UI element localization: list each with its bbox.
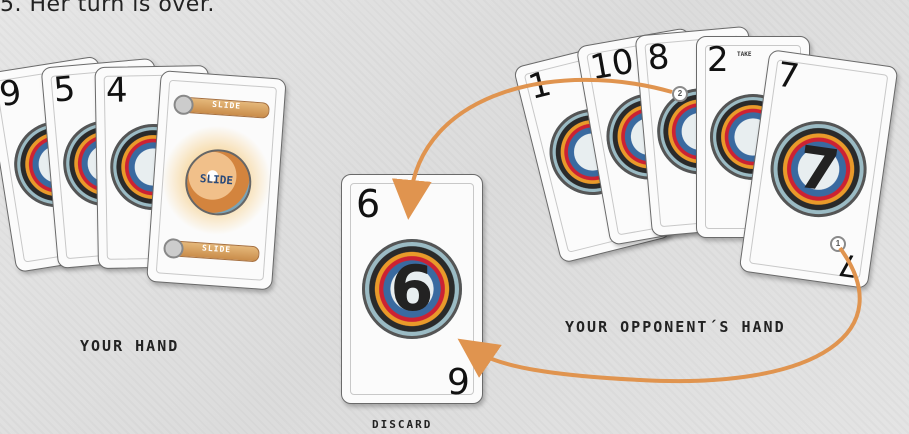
marker-2: 2: [672, 86, 688, 102]
instruction-caption: 5. Her turn is over.: [0, 0, 215, 17]
opponent-hand-label: YOUR OPPONENT´S HAND: [565, 318, 786, 336]
arrow-2-to-discard: [391, 77, 673, 220]
discard-label: DISCARD: [372, 418, 433, 431]
card-value: 6: [356, 182, 381, 226]
arrow-1-to-discard: [457, 246, 862, 383]
card-badge-number: 6: [390, 252, 434, 325]
card-tiny-text: TAKE: [737, 51, 752, 58]
your-hand-label: YOUR HAND: [80, 337, 180, 355]
card-value: 2: [707, 40, 729, 80]
card-badge: [362, 239, 462, 339]
